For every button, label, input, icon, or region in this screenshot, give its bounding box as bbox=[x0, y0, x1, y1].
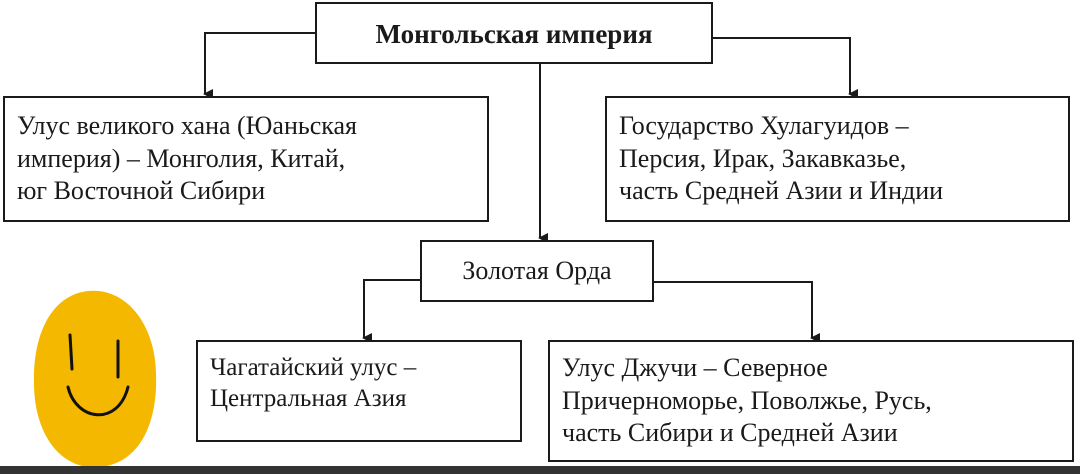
node-text-line: Чагатайский улус – bbox=[210, 354, 417, 381]
node-text-line: Улус великого хана (Юаньская bbox=[17, 111, 357, 140]
node-text-line: Центральная Азия bbox=[210, 385, 407, 413]
node-text-line: часть Сибири и Средней Азии bbox=[562, 418, 898, 447]
node-chagatai-ulus: Чагатайский улус – Центральная Азия bbox=[196, 340, 522, 442]
node-text-line: Персия, Ирак, Закавказье, bbox=[619, 143, 907, 173]
node-text-line: юг Восточной Сибири bbox=[17, 176, 266, 205]
connector-root-to-yuan bbox=[203, 32, 315, 99]
node-mongol-empire: Монгольская империя bbox=[315, 2, 713, 64]
node-yuan-ulus: Улус великого хана (Юаньская империя) – … bbox=[3, 96, 489, 222]
smiley-face-doodle-icon bbox=[33, 290, 157, 468]
node-jochi-ulus: Улус Джучи – Северное Причерноморье, Пов… bbox=[548, 340, 1074, 462]
node-golden-horde: Золотая Орда bbox=[420, 240, 654, 302]
connector-horde-to-jochi bbox=[654, 281, 820, 343]
node-hulaguid-state: Государство Хулагуидов – Персия, Ирак, З… bbox=[605, 96, 1070, 222]
node-text-line: Золотая Орда bbox=[462, 256, 612, 285]
bottom-edge-bar bbox=[0, 466, 1080, 474]
node-text-line: часть Средней Азии и Индии bbox=[619, 176, 944, 205]
node-text-line: Причерноморье, Поволжье, Русь, bbox=[562, 385, 932, 415]
connector-horde-to-chagatai bbox=[362, 279, 420, 343]
node-text-line: Улус Джучи – Северное bbox=[562, 353, 828, 382]
connector-root-to-hulaguids bbox=[713, 37, 858, 99]
node-text-line: Монгольская империя bbox=[375, 19, 653, 49]
node-text-line: империя) – Монголия, Китай, bbox=[17, 143, 346, 173]
node-text-line: Государство Хулагуидов – bbox=[619, 111, 909, 140]
